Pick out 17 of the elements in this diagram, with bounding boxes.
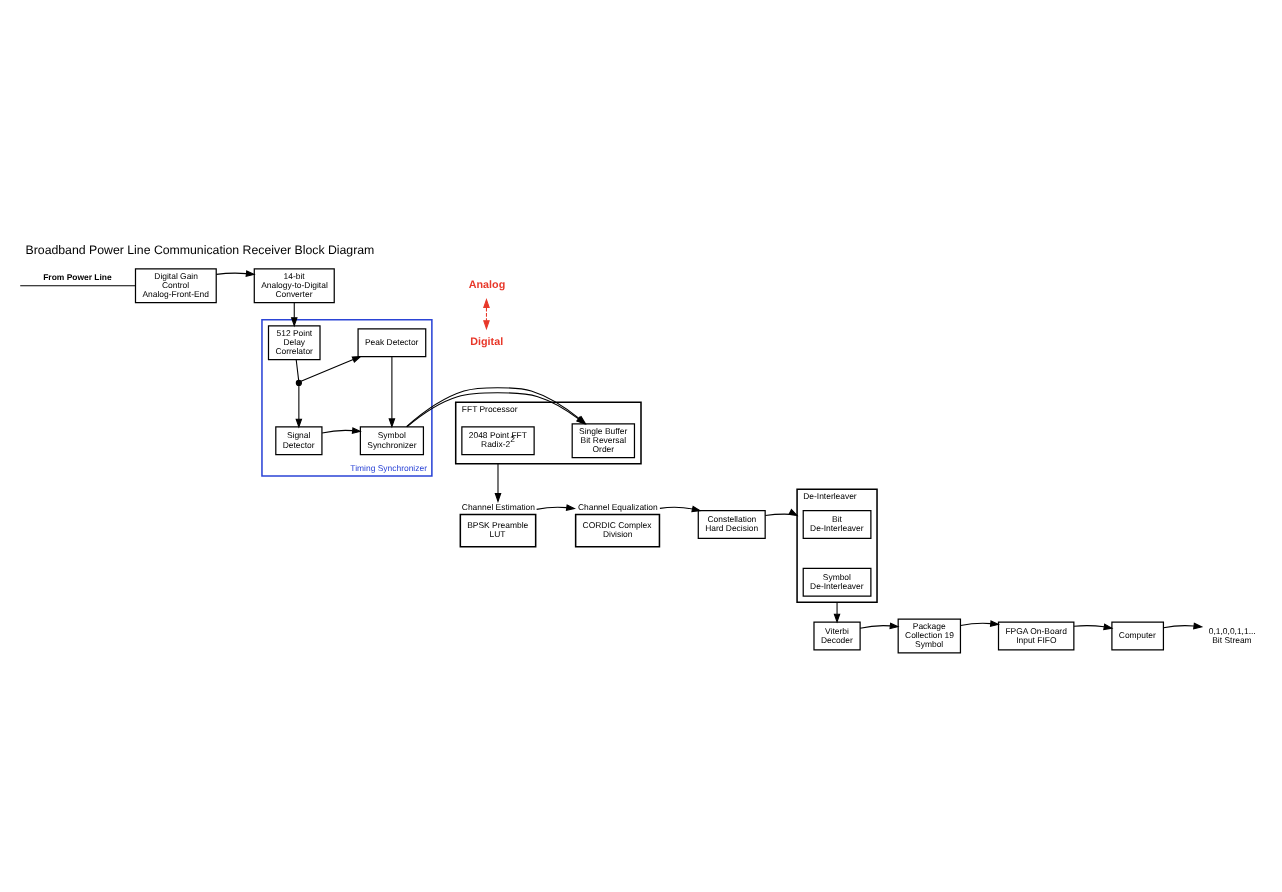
arrow <box>215 269 256 276</box>
arrow <box>1163 621 1204 629</box>
arrow <box>494 462 502 502</box>
arrow <box>321 426 362 433</box>
node-point <box>295 378 302 385</box>
arrow <box>833 600 841 623</box>
arrow <box>1073 622 1114 630</box>
connector <box>295 358 300 380</box>
arrow <box>764 507 799 516</box>
arrow <box>295 383 303 428</box>
arrow <box>859 621 900 629</box>
arrow <box>388 355 396 428</box>
connector <box>19 284 136 286</box>
arrow <box>659 504 702 512</box>
arrow <box>536 503 576 510</box>
arrow <box>960 619 1001 626</box>
arrow <box>300 354 362 381</box>
